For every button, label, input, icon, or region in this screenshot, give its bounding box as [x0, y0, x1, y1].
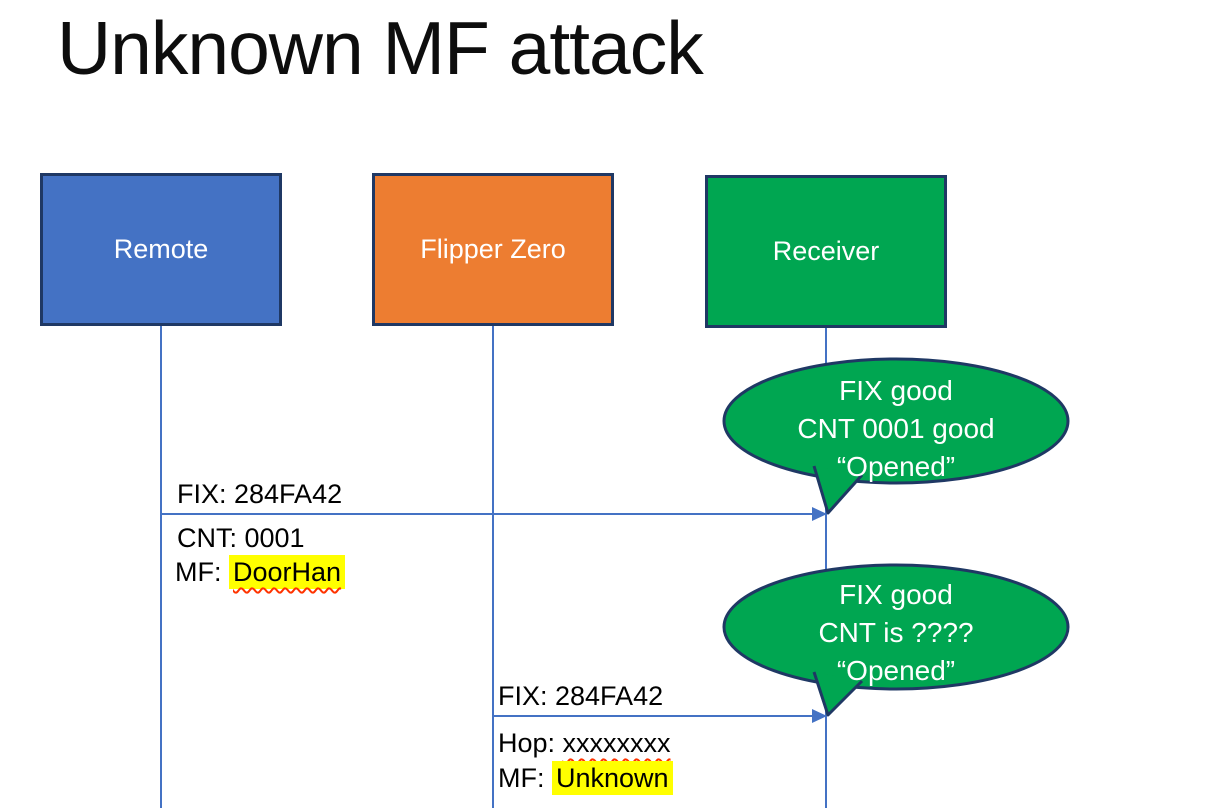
lifeline-receiver: [825, 328, 827, 808]
message1-mf-label: MF: DoorHan: [175, 555, 346, 589]
callout-bubble-1-tail: [812, 465, 864, 515]
message2-arrow-line: [494, 715, 814, 717]
callout-bubble-2-text: FIX good CNT is ???? “Opened”: [726, 576, 1066, 690]
message1-fix-label: FIX: 284FA42: [177, 479, 343, 509]
message1-mf-value-highlighted: DoorHan: [229, 555, 346, 589]
actor-box-remote: Remote: [40, 173, 282, 326]
callout-bubble-2-tail: [812, 671, 864, 717]
callout-bubble-2-shape: [722, 563, 1070, 717]
actor-box-receiver: Receiver: [705, 175, 947, 328]
actor-label-receiver: Receiver: [772, 236, 880, 266]
callout2-line3: “Opened”: [836, 655, 956, 686]
lifeline-flipper-zero: [492, 326, 494, 808]
message2-hop-prefix: Hop:: [498, 728, 563, 758]
message2-mf-label: MF: Unknown: [498, 761, 673, 795]
message2-mf-value-highlighted: Unknown: [552, 761, 673, 795]
message1-cnt-label: CNT: 0001: [177, 523, 305, 553]
callout1-line2: CNT 0001 good: [797, 413, 995, 444]
message1-arrowhead-icon: [812, 507, 827, 521]
callout-bubble-1-shape: [722, 357, 1070, 515]
message2-mf-prefix: MF:: [498, 763, 552, 793]
callout1-line3: “Opened”: [836, 451, 956, 482]
message2-hop-label: Hop: xxxxxxxx: [498, 728, 671, 759]
callout-bubble-2: [718, 560, 1074, 724]
message2-hop-value-squiggle: xxxxxxxx: [562, 728, 671, 758]
callout-bubble-1-text: FIX good CNT 0001 good “Opened”: [726, 372, 1066, 486]
lifeline-remote: [160, 326, 162, 808]
message2-fix-label: FIX: 284FA42: [498, 681, 664, 711]
message1-mf-prefix: MF:: [175, 557, 229, 587]
callout2-line1: FIX good: [839, 579, 953, 610]
slide-title: Unknown MF attack: [57, 6, 704, 90]
message2-arrowhead-icon: [812, 709, 827, 723]
callout1-line1: FIX good: [839, 375, 953, 406]
actor-label-flipper-zero: Flipper Zero: [420, 234, 566, 264]
callout-bubble-1-ellipse: [722, 357, 1070, 485]
message1-arrow-line: [161, 513, 814, 515]
callout2-line2: CNT is ????: [818, 617, 974, 648]
callout-bubble-2-ellipse: [722, 563, 1070, 691]
callout-bubble-1: [718, 354, 1074, 518]
actor-label-remote: Remote: [113, 234, 209, 264]
actor-box-flipper-zero: Flipper Zero: [372, 173, 614, 326]
